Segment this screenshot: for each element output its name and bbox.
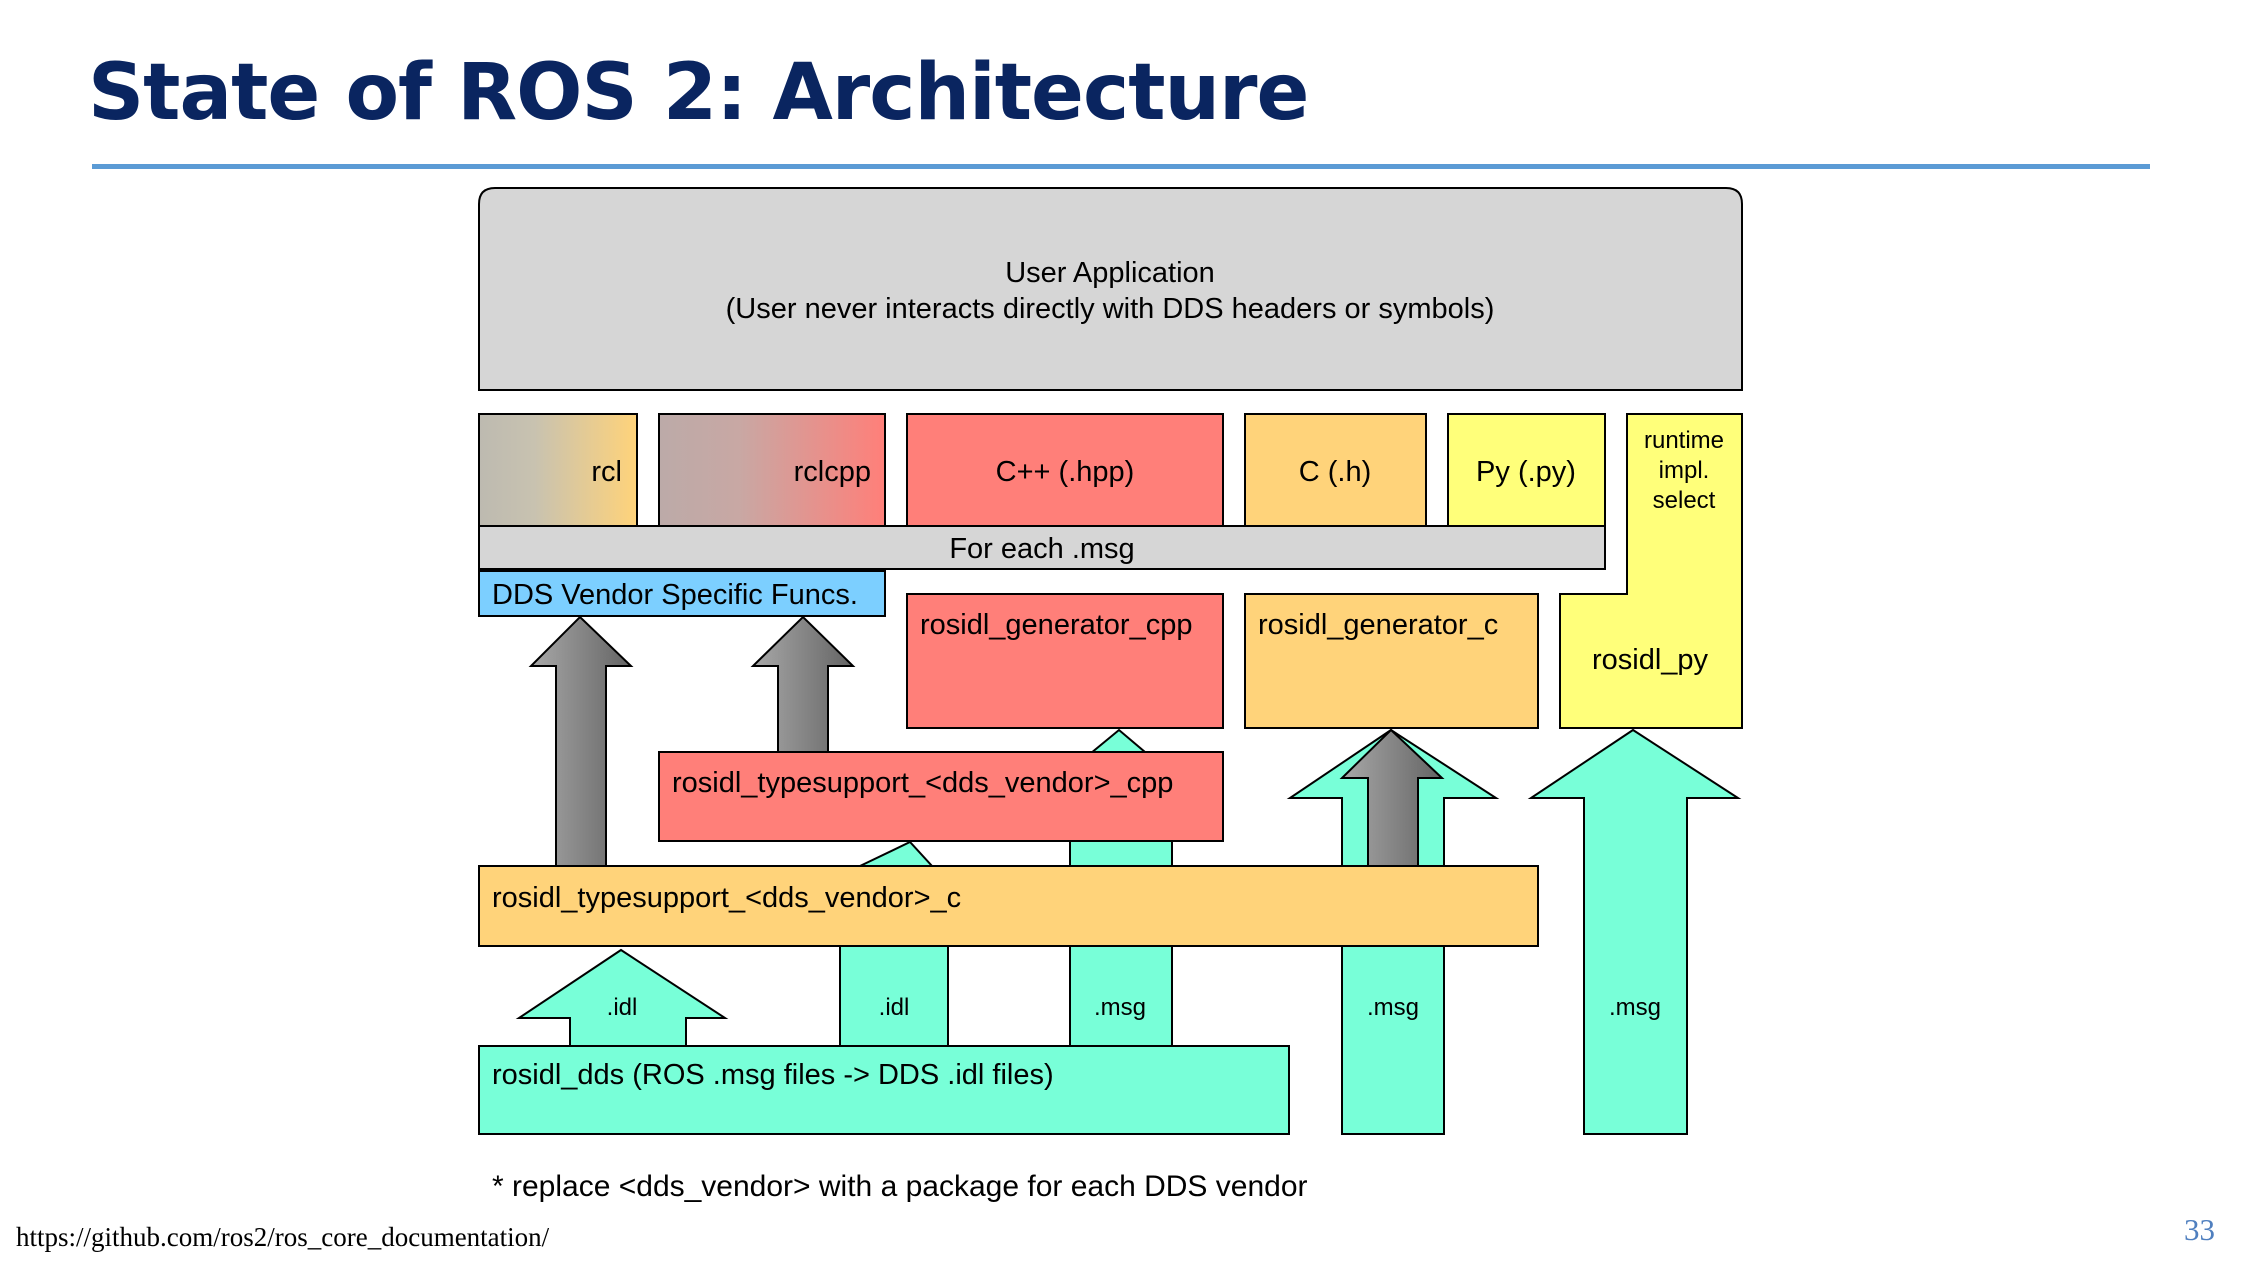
- rosidl-dds-box: [478, 1045, 1290, 1135]
- arrow-label-idl-mid: .idl: [879, 994, 910, 1021]
- page-number: 33: [2184, 1212, 2215, 1247]
- rcl-label: rcl: [591, 456, 622, 488]
- teal-arrow-to-ts-c: [859, 840, 935, 867]
- rclcpp-label: rclcpp: [794, 456, 871, 488]
- arrow-label-idl-left: .idl: [607, 994, 638, 1021]
- for-each-msg-label: For each .msg: [949, 533, 1134, 565]
- slide-title: State of ROS 2: Architecture: [88, 48, 1309, 138]
- py-api-box: [1447, 413, 1606, 527]
- cpp-api-box: [906, 413, 1224, 527]
- rosidl-typesupport-c-label: rosidl_typesupport_<dds_vendor>_c: [492, 882, 961, 914]
- cpp-api-label: C++ (.hpp): [996, 456, 1135, 488]
- gray-arrow-ts-cpp-to-vendor-funcs: [750, 615, 856, 753]
- arrow-label-msg-3: .msg: [1609, 994, 1661, 1021]
- rosidl-generator-cpp-box: [906, 593, 1224, 729]
- rosidl-dds-label: rosidl_dds (ROS .msg files -> DDS .idl f…: [492, 1059, 1054, 1091]
- c-api-label: C (.h): [1299, 456, 1372, 488]
- rosidl-py-label: rosidl_py: [1592, 644, 1709, 676]
- source-url: https://github.com/ros2/ros_core_documen…: [16, 1222, 550, 1252]
- dds-vendor-funcs-label: DDS Vendor Specific Funcs.: [492, 579, 858, 611]
- rosidl-py-box: [1559, 413, 1743, 729]
- teal-arrow-idl-left: [515, 948, 729, 1047]
- gray-arrow-ts-c-to-vendor-funcs: [528, 615, 634, 867]
- rosidl-generator-c-label: rosidl_generator_c: [1258, 609, 1498, 641]
- rosidl-generator-cpp-label: rosidl_generator_cpp: [920, 609, 1192, 641]
- teal-arrow-msg-to-rosidl-py: [1527, 728, 1742, 1135]
- rosidl-typesupport-cpp-label: rosidl_typesupport_<dds_vendor>_cpp: [672, 767, 1173, 799]
- arrow-label-msg-1: .msg: [1094, 994, 1146, 1021]
- rosidl-typesupport-cpp-box: [658, 751, 1224, 842]
- rosidl-typesupport-c-box: [478, 865, 1539, 947]
- user-application-subtitle: (User never interacts directly with DDS …: [726, 293, 1495, 325]
- c-api-box: [1244, 413, 1427, 527]
- user-application-box: [478, 187, 1743, 391]
- rosidl-generator-c-box: [1244, 593, 1539, 729]
- for-each-msg-bar: [478, 525, 1606, 570]
- title-underline: [92, 164, 2150, 169]
- runtime-label-line2: impl.: [1659, 457, 1710, 484]
- diagram-footnote: * replace <dds_vendor> with a package fo…: [492, 1170, 1308, 1203]
- dds-vendor-funcs-box: [478, 570, 886, 617]
- runtime-label-line3: select: [1653, 487, 1716, 514]
- arrow-label-msg-2: .msg: [1367, 994, 1419, 1021]
- user-application-title: User Application: [1005, 257, 1215, 289]
- runtime-label-line1: runtime: [1644, 427, 1724, 454]
- rcl-box: [478, 413, 638, 527]
- gray-arrow-to-gen-c: [1339, 728, 1445, 867]
- py-api-label: Py (.py): [1476, 456, 1576, 488]
